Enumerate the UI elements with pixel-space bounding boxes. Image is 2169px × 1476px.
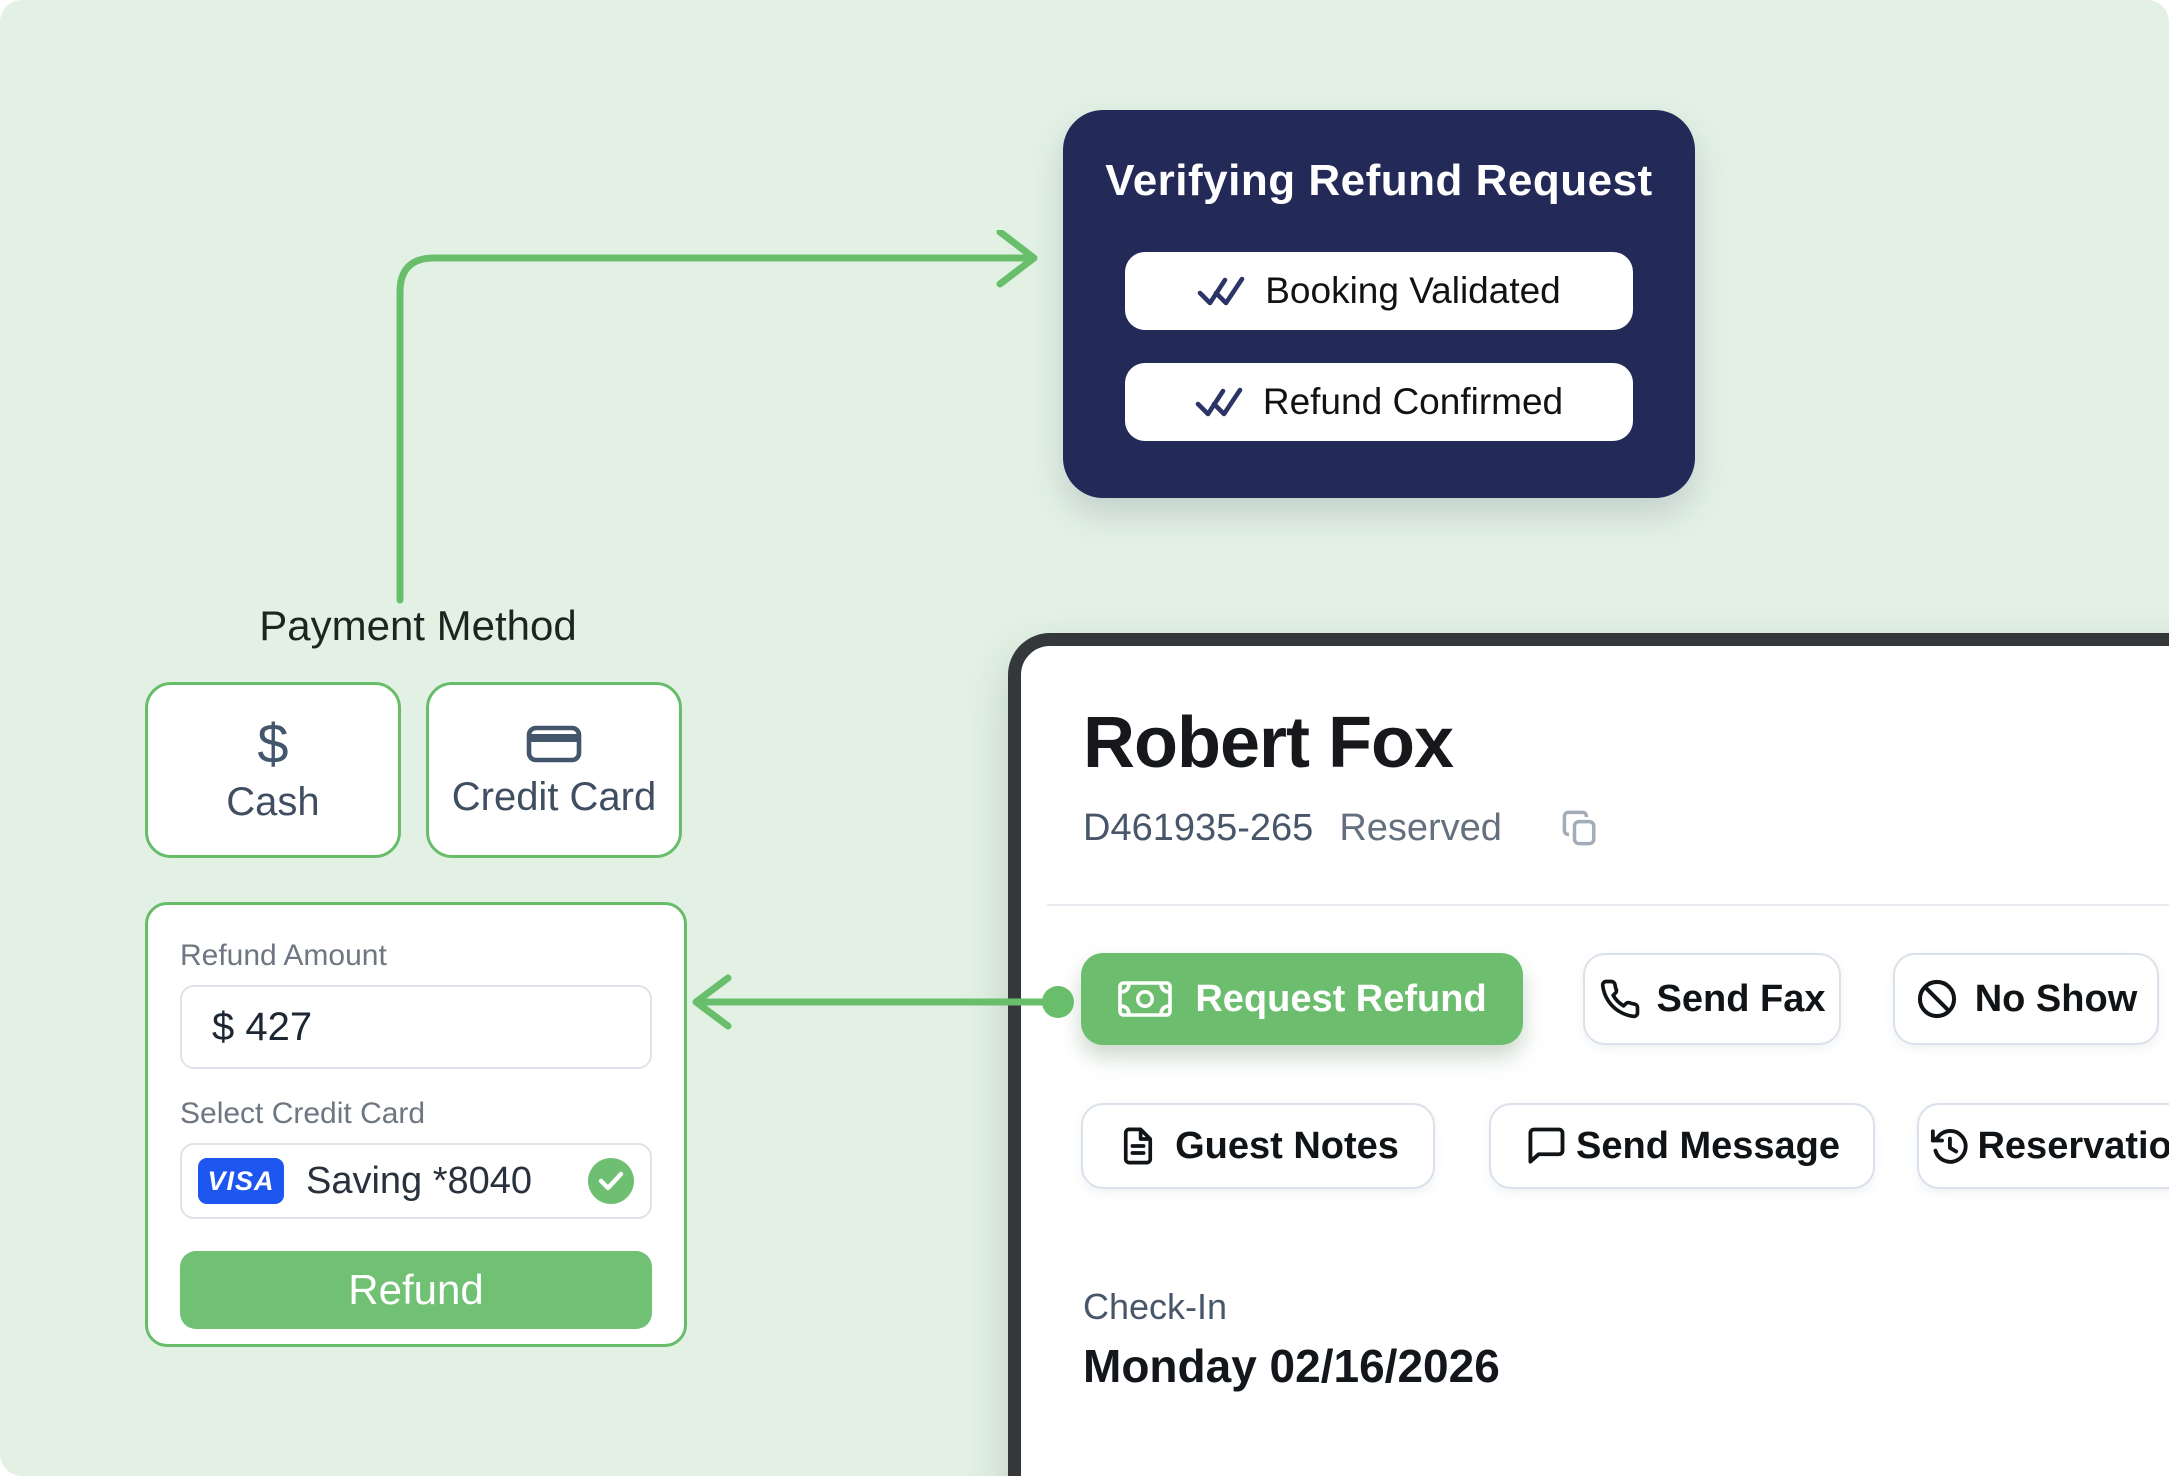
booking-id: D461935-265 <box>1083 806 1314 849</box>
document-icon <box>1123 1127 1153 1165</box>
no-show-label: No Show <box>1974 977 2138 1020</box>
double-check-icon <box>1197 276 1245 306</box>
arrow-to-verify-card <box>396 230 1038 604</box>
payment-option-cash[interactable]: $ Cash <box>145 682 401 858</box>
select-credit-card-label: Select Credit Card <box>180 1097 426 1130</box>
card-name: Saving *8040 <box>306 1159 533 1202</box>
credit-card-icon <box>526 725 582 762</box>
copy-icon <box>1562 810 1596 846</box>
send-fax-button[interactable]: Send Fax <box>1583 953 1841 1045</box>
verify-card-title: Verifying Refund Request <box>1105 156 1653 205</box>
refund-confirmed-label: Refund Confirmed <box>1262 381 1564 422</box>
refund-form-card: Refund Amount Select Credit Card VISA Sa… <box>145 902 687 1347</box>
credit-card-label: Credit Card <box>451 774 657 819</box>
payment-method-title: Payment Method <box>259 602 577 649</box>
reservation-history-label: Reservation History <box>1977 1124 2169 1167</box>
copy-button[interactable] <box>1556 804 1604 852</box>
send-fax-label: Send Fax <box>1656 977 1826 1020</box>
payment-option-credit-card[interactable]: Credit Card <box>426 682 682 858</box>
booking-subheader: D461935-265 Reserved <box>1083 804 1604 852</box>
refund-confirmed-pill: Refund Confirmed <box>1125 363 1633 441</box>
guest-name: Robert Fox <box>1083 703 1454 783</box>
request-refund-label: Request Refund <box>1195 977 1487 1020</box>
reservation-history-button[interactable]: Reservation History <box>1917 1103 2169 1189</box>
cash-label: Cash <box>226 779 320 824</box>
refund-button-label: Refund <box>348 1266 484 1313</box>
visa-badge: VISA <box>198 1158 284 1204</box>
booking-validated-label: Booking Validated <box>1265 270 1561 311</box>
booking-status: Reserved <box>1339 806 1502 849</box>
send-message-button[interactable]: Send Message <box>1489 1103 1875 1189</box>
selected-check-icon <box>588 1158 634 1204</box>
send-message-label: Send Message <box>1576 1124 1840 1167</box>
checkin-label: Check-In <box>1083 1286 1228 1327</box>
no-show-button[interactable]: No Show <box>1893 953 2159 1045</box>
guest-notes-button[interactable]: Guest Notes <box>1081 1103 1435 1189</box>
banknote-icon <box>1118 981 1173 1017</box>
refund-button[interactable]: Refund <box>180 1251 652 1329</box>
phone-icon <box>1600 979 1639 1019</box>
guest-notes-label: Guest Notes <box>1175 1124 1399 1167</box>
double-check-icon <box>1195 387 1243 417</box>
dollar-icon: $ <box>257 711 289 775</box>
booking-validated-pill: Booking Validated <box>1125 252 1633 330</box>
guest-booking-card: Robert Fox D461935-265 Reserved Re <box>1008 633 2169 1476</box>
prohibit-icon <box>1917 979 1956 1019</box>
divider <box>1047 904 2169 906</box>
history-clock-icon <box>1931 1129 1969 1164</box>
verifying-refund-card: Verifying Refund Request Booking Validat… <box>1063 110 1695 498</box>
request-refund-button[interactable]: Request Refund <box>1081 953 1523 1045</box>
credit-card-select[interactable]: VISA Saving *8040 <box>180 1143 652 1219</box>
chat-icon <box>1528 1127 1565 1164</box>
refund-amount-label: Refund Amount <box>180 939 387 972</box>
refund-amount-input[interactable] <box>180 985 652 1069</box>
checkin-value: Monday 02/16/2026 <box>1083 1340 1500 1392</box>
